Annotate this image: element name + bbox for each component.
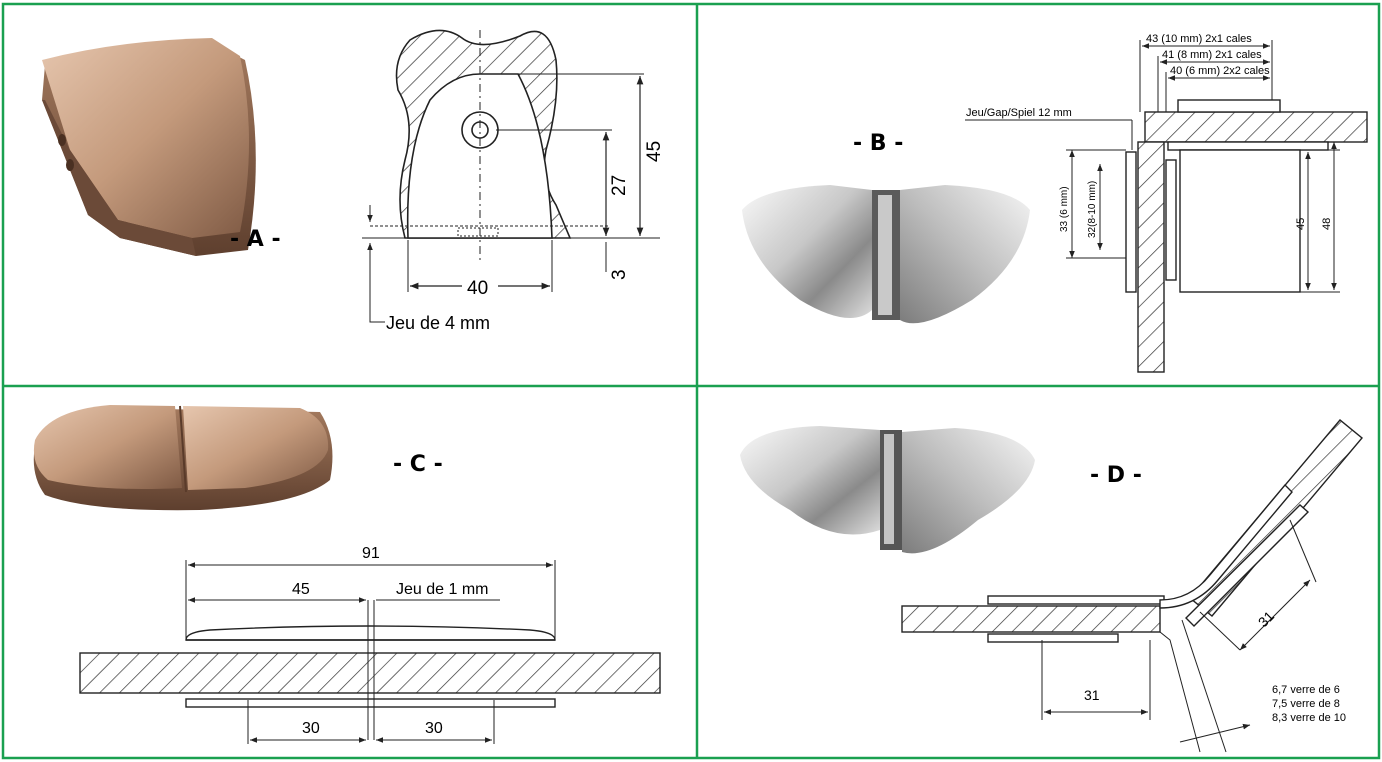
panel-label-d: - D - bbox=[1090, 463, 1142, 488]
panel-label-c: - C - bbox=[393, 452, 443, 477]
drawing-b bbox=[965, 40, 1368, 373]
panel-label-b: - B - bbox=[853, 131, 903, 156]
panel-a: - A - bbox=[42, 29, 665, 333]
dim-a-height: 45 bbox=[644, 141, 665, 162]
drawing-d bbox=[901, 419, 1363, 753]
dim-c-total: 91 bbox=[362, 545, 380, 562]
dim-b-v3: 45 bbox=[1295, 218, 1307, 230]
chrome-corner-clamp-photo-b bbox=[742, 185, 1030, 324]
dim-b-top-2: 41 (8 mm) 2x1 cales bbox=[1162, 49, 1262, 61]
dim-c-left: 30 bbox=[302, 720, 320, 737]
dim-c-half: 45 bbox=[292, 581, 310, 598]
panel-d: - D - 31 31 6,7 verre d bbox=[740, 419, 1363, 753]
note-d-glass-10: 8,3 verre de 10 bbox=[1272, 712, 1346, 724]
dim-b-v1: 33 (6 mm) bbox=[1059, 186, 1070, 232]
drawing-a bbox=[362, 29, 660, 323]
bronze-double-clamp-photo bbox=[33, 405, 333, 511]
dim-c-right: 30 bbox=[425, 720, 443, 737]
note-c-gap: Jeu de 1 mm bbox=[396, 581, 488, 598]
dim-a-gap: 3 bbox=[609, 269, 630, 280]
panel-b: - B - bbox=[742, 33, 1368, 373]
dim-b-top-3: 40 (6 mm) 2x2 cales bbox=[1170, 65, 1270, 77]
dim-d-bottom: 31 bbox=[1084, 687, 1100, 703]
drawing-c bbox=[79, 560, 661, 744]
note-b-gap: Jeu/Gap/Spiel 12 mm bbox=[966, 107, 1072, 119]
panel-c: - C - 91 45 Jeu de 1 mm bbox=[33, 405, 661, 744]
dim-b-v4: 48 bbox=[1321, 218, 1333, 230]
dim-a-center: 27 bbox=[609, 175, 630, 196]
bronze-clamp-photo bbox=[42, 38, 256, 256]
dim-d-diag: 31 bbox=[1255, 608, 1277, 630]
dim-a-width: 40 bbox=[467, 278, 488, 299]
chrome-angle-clamp-photo-d bbox=[740, 426, 1035, 554]
note-d-glass-8: 7,5 verre de 8 bbox=[1272, 698, 1340, 710]
dim-b-top-1: 43 (10 mm) 2x1 cales bbox=[1146, 33, 1252, 45]
panel-label-a: - A - bbox=[230, 227, 281, 252]
dim-b-v2: 32(8-10 mm) bbox=[1087, 181, 1098, 238]
note-d-glass-6: 6,7 verre de 6 bbox=[1272, 684, 1340, 696]
note-a-gap: Jeu de 4 mm bbox=[386, 313, 490, 333]
